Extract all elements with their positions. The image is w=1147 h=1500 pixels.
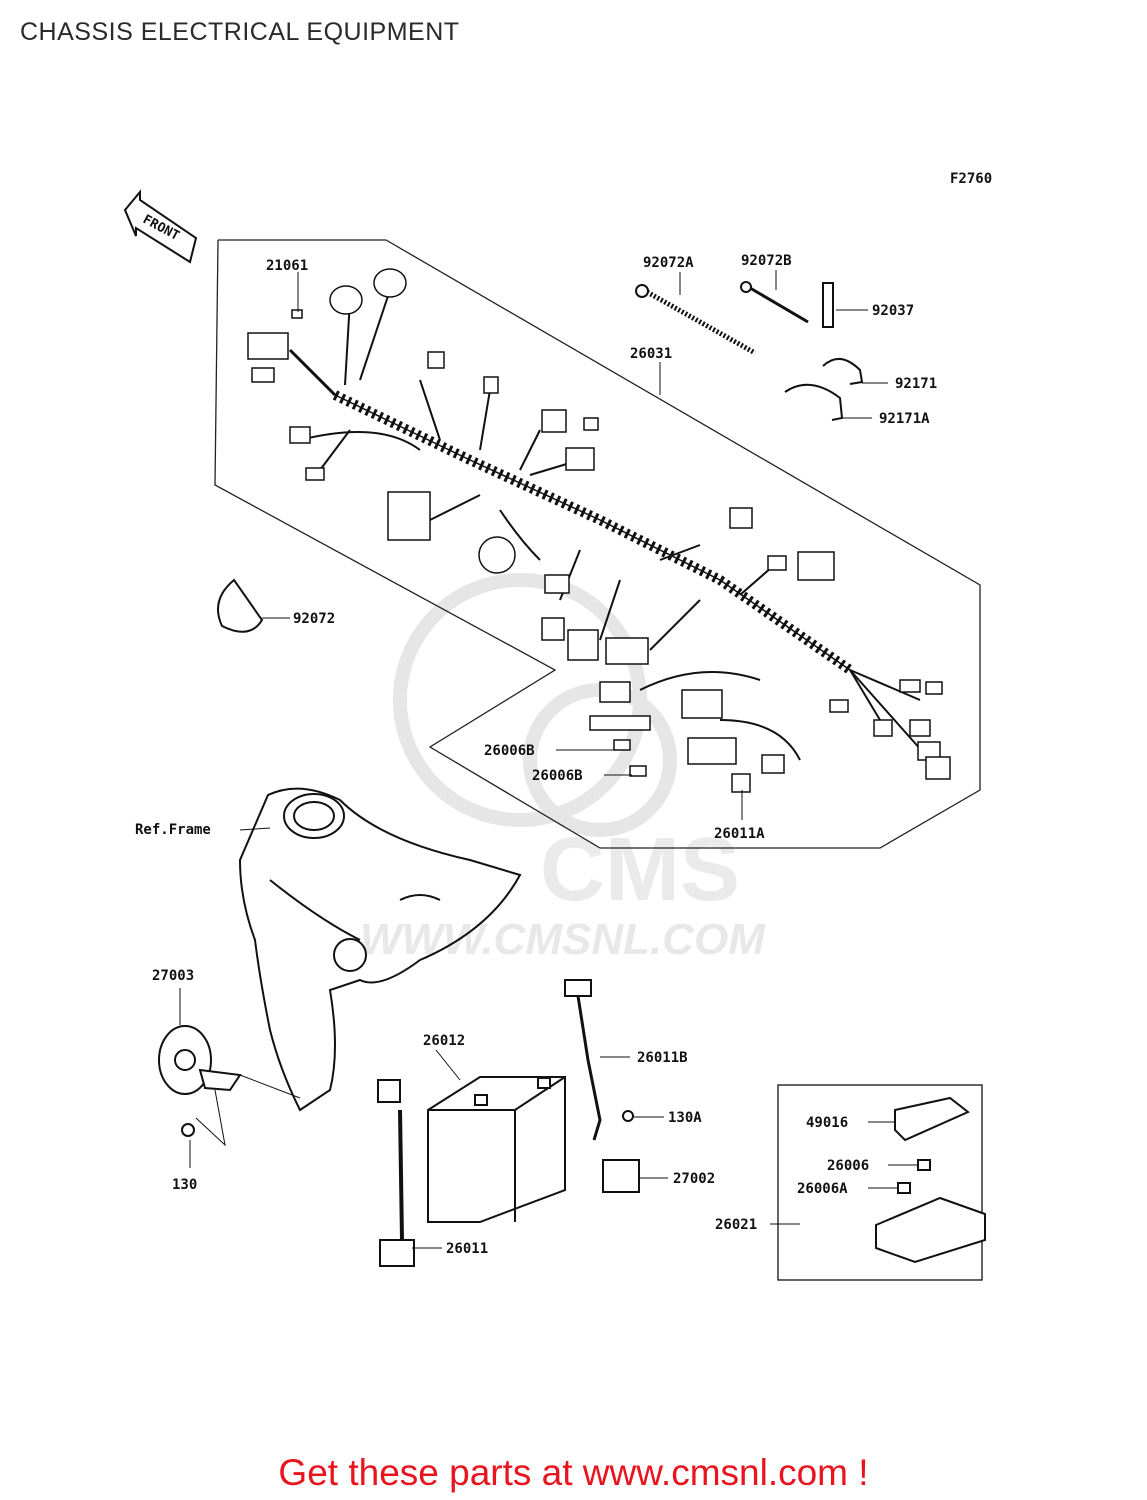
part-label-26006A: 26006A xyxy=(797,1181,848,1197)
part-label-26011A: 26011A xyxy=(714,826,765,842)
part-label-92072A: 92072A xyxy=(643,255,694,271)
part-label-130A: 130A xyxy=(668,1110,702,1126)
harness-enclosure xyxy=(214,239,981,849)
main-harness xyxy=(288,289,931,761)
part-label-27003: 27003 xyxy=(152,968,194,984)
parts-diagram: CMS F2760 FRONT xyxy=(123,171,992,1281)
part-label-26006: 26006 xyxy=(827,1158,869,1174)
ref-frame-label: Ref.Frame xyxy=(135,822,211,838)
figure-code: F2760 xyxy=(950,171,992,187)
part-label-92171: 92171 xyxy=(895,376,937,392)
part-label-26012: 26012 xyxy=(423,1033,465,1049)
front-arrow-icon: FRONT xyxy=(123,189,198,264)
part-label-21061: 21061 xyxy=(266,258,308,274)
part-label-92072: 92072 xyxy=(293,611,335,627)
footer-link[interactable]: Get these parts at www.cmsnl.com ! xyxy=(278,1452,869,1493)
page-title: CHASSIS ELECTRICAL EQUIPMENT xyxy=(20,18,460,46)
relay-27002 xyxy=(602,1159,640,1193)
part-label-92037: 92037 xyxy=(872,303,914,319)
leader-lines xyxy=(179,270,918,1249)
part-label-26006B-2: 26006B xyxy=(532,768,583,784)
part-label-26031: 26031 xyxy=(630,346,672,362)
harness-connectors xyxy=(247,268,951,793)
part-label-49016: 49016 xyxy=(806,1115,848,1131)
part-label-92171A: 92171A xyxy=(879,411,930,427)
frame-outline xyxy=(238,787,522,1112)
part-label-27002: 27002 xyxy=(673,1171,715,1187)
part-label-92072B: 92072B xyxy=(741,253,792,269)
part-label-26011: 26011 xyxy=(446,1241,488,1257)
part-label-26006B-1: 26006B xyxy=(484,743,535,759)
fusebox-enclosure xyxy=(777,1084,983,1281)
cable-26011B xyxy=(564,979,634,1141)
part-label-130: 130 xyxy=(172,1177,197,1193)
watermark-logo xyxy=(393,573,677,837)
watermark-brand: CMS xyxy=(540,820,740,920)
part-label-26011B: 26011B xyxy=(637,1050,688,1066)
fusebox-26021 xyxy=(875,1096,986,1264)
horn-27003 xyxy=(158,1025,242,1095)
ties xyxy=(635,281,864,421)
part-label-26021: 26021 xyxy=(715,1217,757,1233)
cable-26011 xyxy=(377,1079,415,1267)
battery-26012 xyxy=(427,1076,566,1223)
strap-92072 xyxy=(217,578,264,633)
